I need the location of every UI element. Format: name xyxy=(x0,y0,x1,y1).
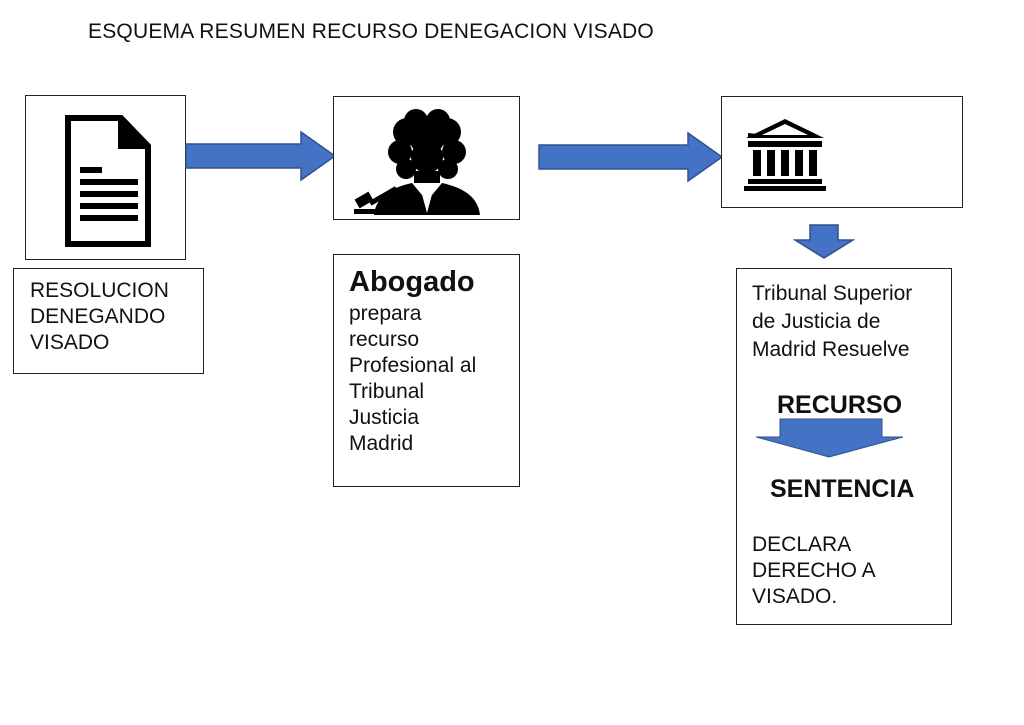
resolution-line: RESOLUCION xyxy=(30,279,169,302)
court-box: Tribunal Superior de Justicia de Madrid … xyxy=(736,268,952,625)
lawyer-line: Madrid xyxy=(349,432,414,455)
lawyer-line: Profesional al xyxy=(349,354,477,377)
recurso-label: RECURSO xyxy=(777,391,903,419)
flow-arrow-1 xyxy=(185,130,337,182)
result-line: DECLARA xyxy=(752,533,852,556)
lawyer-icon xyxy=(354,109,480,215)
resolution-line: DENEGANDO xyxy=(30,305,166,328)
lawyer-line: recurso xyxy=(349,328,420,351)
sentencia-label: SENTENCIA xyxy=(770,475,915,503)
result-line: DERECHO A xyxy=(752,559,876,582)
lawyer-line: Tribunal xyxy=(349,380,425,403)
document-icon xyxy=(65,115,151,247)
lawyer-box: Abogado prepara recurso Profesional al T… xyxy=(333,254,520,487)
diagram-title: ESQUEMA RESUMEN RECURSO DENEGACION VISAD… xyxy=(88,20,654,43)
court-line: de Justicia de xyxy=(752,310,881,333)
document-icon-box xyxy=(25,95,186,260)
result-line: VISADO. xyxy=(752,585,838,608)
courthouse-icon xyxy=(744,119,826,191)
lawyer-line: Justicia xyxy=(349,406,420,429)
lawyer-line: prepara xyxy=(349,302,422,325)
lawyer-icon-box xyxy=(333,96,520,220)
resolution-line: VISADO xyxy=(30,331,110,354)
down-arrow xyxy=(793,224,855,259)
courthouse-icon-box xyxy=(721,96,963,208)
recurso-to-sentencia-arrow xyxy=(755,418,904,458)
resolution-box: RESOLUCION DENEGANDO VISADO xyxy=(13,268,204,374)
court-line: Tribunal Superior xyxy=(752,282,913,305)
lawyer-heading: Abogado xyxy=(349,266,475,298)
flow-arrow-2 xyxy=(538,131,724,183)
court-line: Madrid Resuelve xyxy=(752,338,910,361)
